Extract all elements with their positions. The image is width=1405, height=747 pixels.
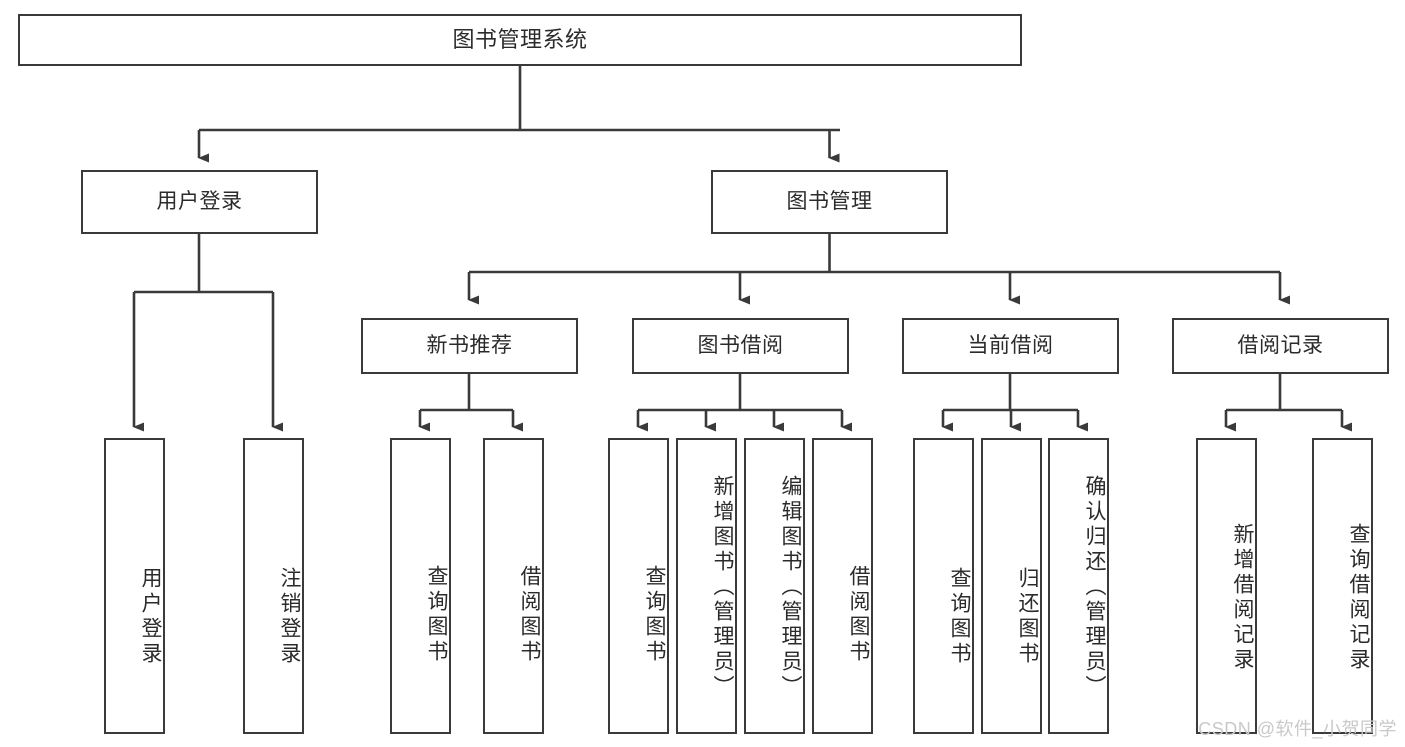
node-book-borrow[interactable]: 图书借阅 <box>632 318 849 374</box>
leaf-book-borrow-edit-admin[interactable]: 编辑图书（管理员） <box>744 438 805 734</box>
leaf-book-borrow-add-admin[interactable]: 新增图书（管理员） <box>676 438 737 734</box>
leaf-current-borrow-query[interactable]: 查询图书 <box>913 438 974 734</box>
leaf-borrow-record-query[interactable]: 查询借阅记录 <box>1312 438 1373 734</box>
node-root[interactable]: 图书管理系统 <box>18 14 1022 66</box>
leaf-book-borrow-borrow[interactable]: 借阅图书 <box>812 438 873 734</box>
node-book-management[interactable]: 图书管理 <box>711 170 948 234</box>
leaf-current-borrow-return[interactable]: 归还图书 <box>981 438 1042 734</box>
leaf-current-borrow-confirm-admin[interactable]: 确认归还（管理员） <box>1048 438 1109 734</box>
leaf-user-login-logout[interactable]: 注销登录 <box>243 438 304 734</box>
watermark: CSDN @软件_小贺同学 <box>1198 719 1397 739</box>
leaf-user-login-login[interactable]: 用户登录 <box>104 438 165 734</box>
leaf-new-book-query[interactable]: 查询图书 <box>390 438 451 734</box>
leaf-book-borrow-query[interactable]: 查询图书 <box>608 438 669 734</box>
leaf-new-book-borrow[interactable]: 借阅图书 <box>483 438 544 734</box>
node-borrow-record[interactable]: 借阅记录 <box>1172 318 1389 374</box>
node-new-book-recommend[interactable]: 新书推荐 <box>361 318 578 374</box>
leaf-borrow-record-add[interactable]: 新增借阅记录 <box>1196 438 1257 734</box>
node-user-login[interactable]: 用户登录 <box>81 170 318 234</box>
node-current-borrow[interactable]: 当前借阅 <box>902 318 1119 374</box>
